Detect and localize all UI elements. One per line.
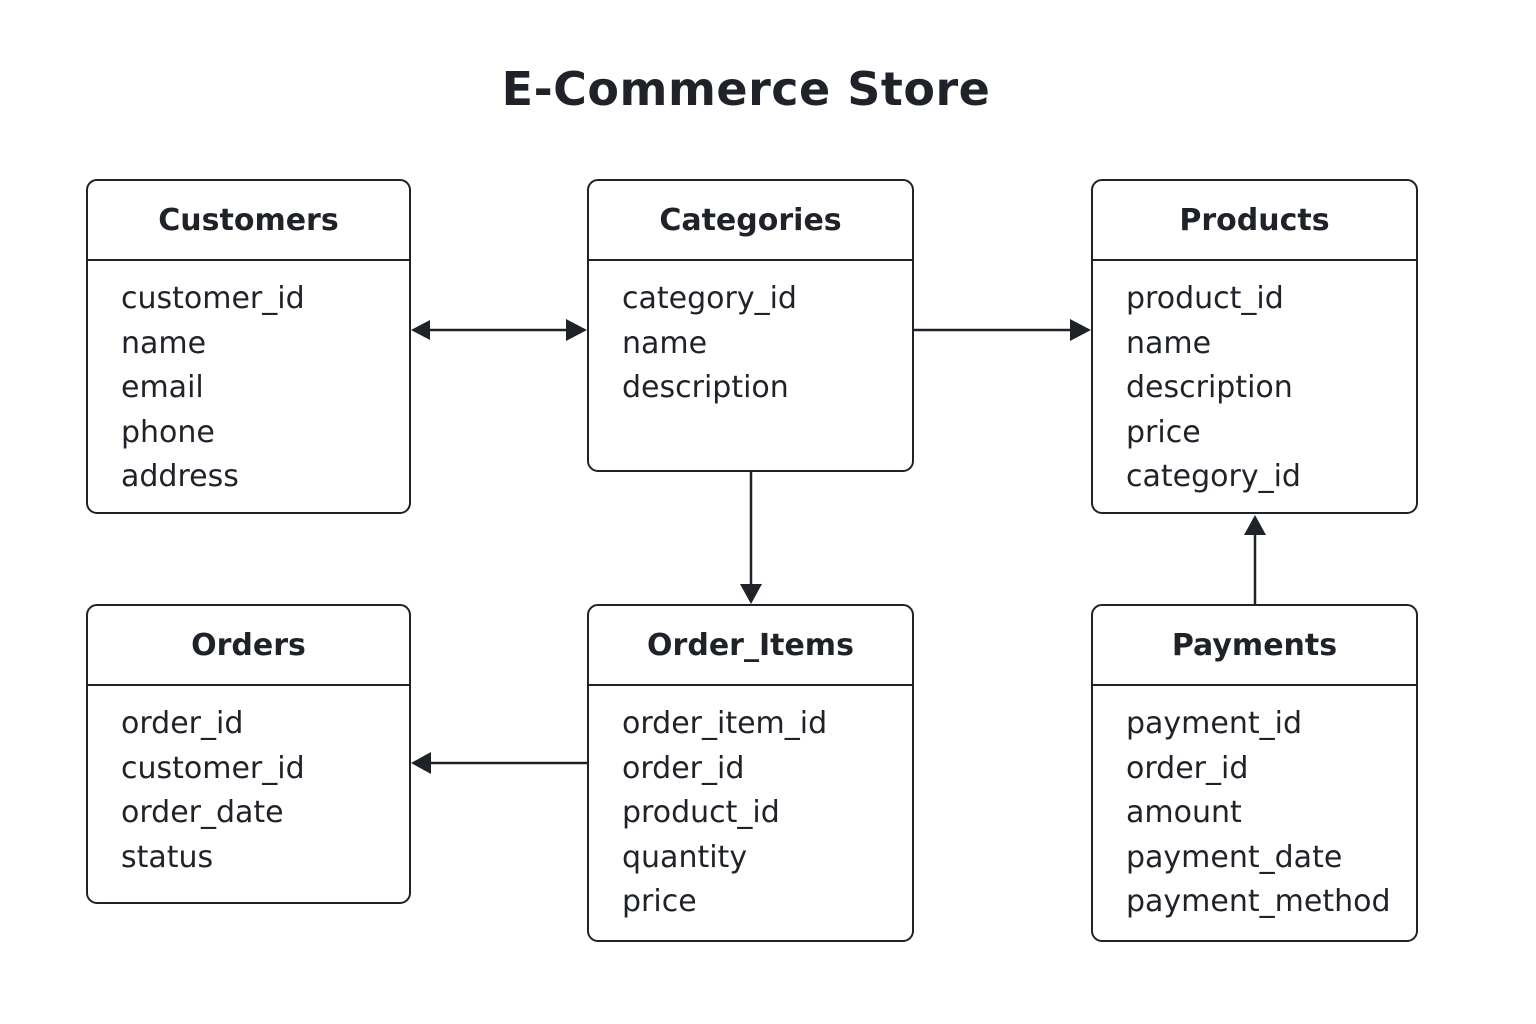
diagram-title: E-Commerce Store [501,62,991,116]
field-list: customer_id name email phone address [88,261,409,500]
field-list: product_id name description price catego… [1093,261,1416,500]
field-list: order_item_id order_id product_id quanti… [589,686,912,925]
field: address [121,459,239,494]
field-list: order_id customer_id order_date status [88,686,409,880]
arrow-head-customers [411,320,430,340]
arrow-head-categories [566,319,587,341]
field: customer_id [121,750,305,786]
entity-header: Orders [88,606,409,686]
arrow-head-orders [411,752,431,774]
field: price [622,884,697,919]
field: payment_date [1126,839,1343,875]
field: payment_id [1126,706,1303,741]
field: order_id [622,750,745,786]
entity-order-items[interactable]: Order_Items order_item_id order_id produ… [587,604,914,942]
entity-customers[interactable]: Customers customer_id name email phone a… [86,179,411,514]
entity-products[interactable]: Products product_id name description pri… [1091,179,1418,514]
field: category_id [1126,459,1301,494]
entity-orders[interactable]: Orders order_id customer_id order_date s… [86,604,411,904]
field: product_id [1126,281,1284,316]
field: customer_id [121,281,305,316]
field: amount [1126,795,1242,830]
arrow-head-products [1070,319,1091,341]
field: phone [121,414,215,450]
field: name [622,325,708,361]
entity-header: Payments [1093,606,1416,686]
field: order_id [121,706,244,741]
field: product_id [622,795,780,830]
entity-payments[interactable]: Payments payment_id order_id amount paym… [1091,604,1418,942]
entity-header: Products [1093,181,1416,261]
field: description [1126,370,1293,405]
field: status [121,839,214,875]
arrow-head-products-bottom [1244,515,1266,535]
entity-categories[interactable]: Categories category_id name description [587,179,914,472]
entity-header: Customers [88,181,409,261]
field: order_item_id [622,706,828,741]
field: description [622,370,789,405]
field: email [121,370,204,405]
field: price [1126,414,1201,450]
field-list: payment_id order_id amount payment_date … [1093,686,1416,925]
entity-header: Categories [589,181,912,261]
field: payment_method [1126,884,1391,919]
field: order_id [1126,750,1249,786]
field: order_date [121,795,284,830]
entity-header: Order_Items [589,606,912,686]
arrow-head-orderitems [740,584,762,604]
field: name [1126,325,1212,361]
field: quantity [622,839,748,875]
field: category_id [622,281,797,316]
field: name [121,325,207,361]
field-list: category_id name description [589,261,912,411]
